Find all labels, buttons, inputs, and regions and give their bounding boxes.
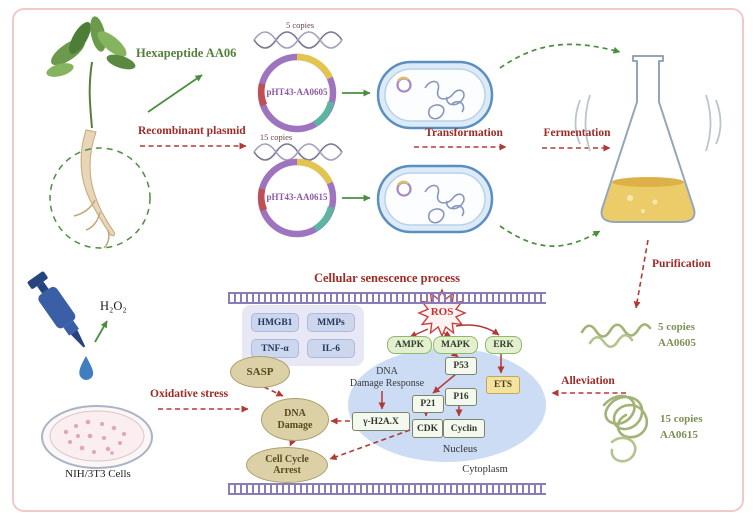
arrow-to-hexapeptide <box>147 74 203 113</box>
oxidative-stress-label: Oxidative stress <box>150 388 229 400</box>
h2o2-label: H₂O₂ <box>100 299 127 313</box>
plasmid-1-copies-label: 5 copies <box>285 20 315 30</box>
membrane-top <box>228 292 546 304</box>
nih3t3-cells-label: NIH/3T3 Cells <box>65 468 131 480</box>
peptide-2-name: AA0615 <box>660 428 698 441</box>
dna-damage-line2: Damage <box>277 419 313 431</box>
peptide-2-copies: 15 copies <box>660 413 703 425</box>
p53-box: P53 <box>445 357 477 375</box>
plant-icon <box>46 16 136 249</box>
peptide-1-copies: 5 copies <box>658 321 695 333</box>
dna-damage-oval: DNA Damage <box>261 398 329 441</box>
sasp-label: SASP <box>246 365 274 378</box>
dna-helix-1 <box>253 31 343 49</box>
dna-damage-line1: DNA <box>284 408 306 420</box>
cell-cycle-arrest-oval: Cell Cycle Arrest <box>246 447 328 483</box>
cyclin-box: Cyclin <box>443 419 485 438</box>
alleviation-label: Alleviation <box>561 375 615 387</box>
p21-box: P21 <box>412 395 444 413</box>
arrow-to-flask-bottom <box>499 225 601 247</box>
cytoplasm-label: Cytoplasm <box>462 464 508 475</box>
flask-icon <box>574 55 722 223</box>
petri-dish-icon <box>41 405 153 469</box>
hexapeptide-label: Hexapeptide AA06 <box>136 46 237 60</box>
recombinant-plasmid-label: Recombinant plasmid <box>138 125 246 137</box>
factor-il6: IL-6 <box>307 339 355 358</box>
dna-helix-2 <box>253 143 343 161</box>
pipette-icon <box>27 271 86 348</box>
h2o2-drop-icon <box>79 356 94 380</box>
bacterium-1 <box>376 60 494 130</box>
root-dashed-circle <box>49 147 151 249</box>
arrow-purification <box>633 239 649 309</box>
sasp-oval: SASP <box>230 356 290 388</box>
factor-mmps: MMPs <box>307 313 355 332</box>
arrow-to-flask-top <box>499 43 621 69</box>
factor-hmgb1: HMGB1 <box>251 313 299 332</box>
transformation-label: Transformation <box>425 127 503 139</box>
p16-box: P16 <box>445 388 477 406</box>
cdk-box: CDK <box>412 419 443 438</box>
peptide-squiggle-2 <box>602 394 649 463</box>
nucleus-label: Nucleus <box>442 444 478 455</box>
erk-box: ERK <box>485 336 522 354</box>
peptide-1-name: AA0605 <box>658 336 696 349</box>
ampk-box: AMPK <box>387 336 432 354</box>
outer-frame <box>12 8 744 512</box>
membrane-bottom <box>228 483 546 495</box>
ddr-line2: Damage Response <box>349 377 425 389</box>
plasmid-1-name: pHT43-AA0605 <box>266 87 328 97</box>
ros-label: ROS <box>430 306 454 318</box>
purification-label: Purification <box>652 258 711 270</box>
arrow-to-h2o2 <box>94 320 108 343</box>
arrest-line2: Arrest <box>273 465 301 476</box>
peptide-2-label: 15 copies AA0615 <box>660 412 732 444</box>
plasmid-2-copies-label: 15 copies <box>259 132 293 142</box>
ddr-line1: DNA <box>376 366 398 377</box>
ets-box: ETS <box>486 376 520 394</box>
cell-title: Cellular senescence process <box>313 271 461 285</box>
arrest-line1: Cell Cycle <box>265 453 309 465</box>
peptide-1-label: 5 copies AA0605 <box>658 320 730 352</box>
mapk-box: MAPK <box>433 336 478 354</box>
fermentation-label: Fermentation <box>543 127 611 139</box>
bacterium-2 <box>376 164 494 234</box>
sasp-factor-box: HMGB1 MMPs TNF-α IL-6 <box>242 305 364 366</box>
dna-damage-response-label: DNA Damage Response <box>342 366 432 390</box>
gamma-h2ax-box: γ-H2A.X <box>352 412 410 431</box>
peptide-squiggle-1 <box>580 323 652 349</box>
plasmid-2-name: pHT43-AA0615 <box>266 192 328 202</box>
